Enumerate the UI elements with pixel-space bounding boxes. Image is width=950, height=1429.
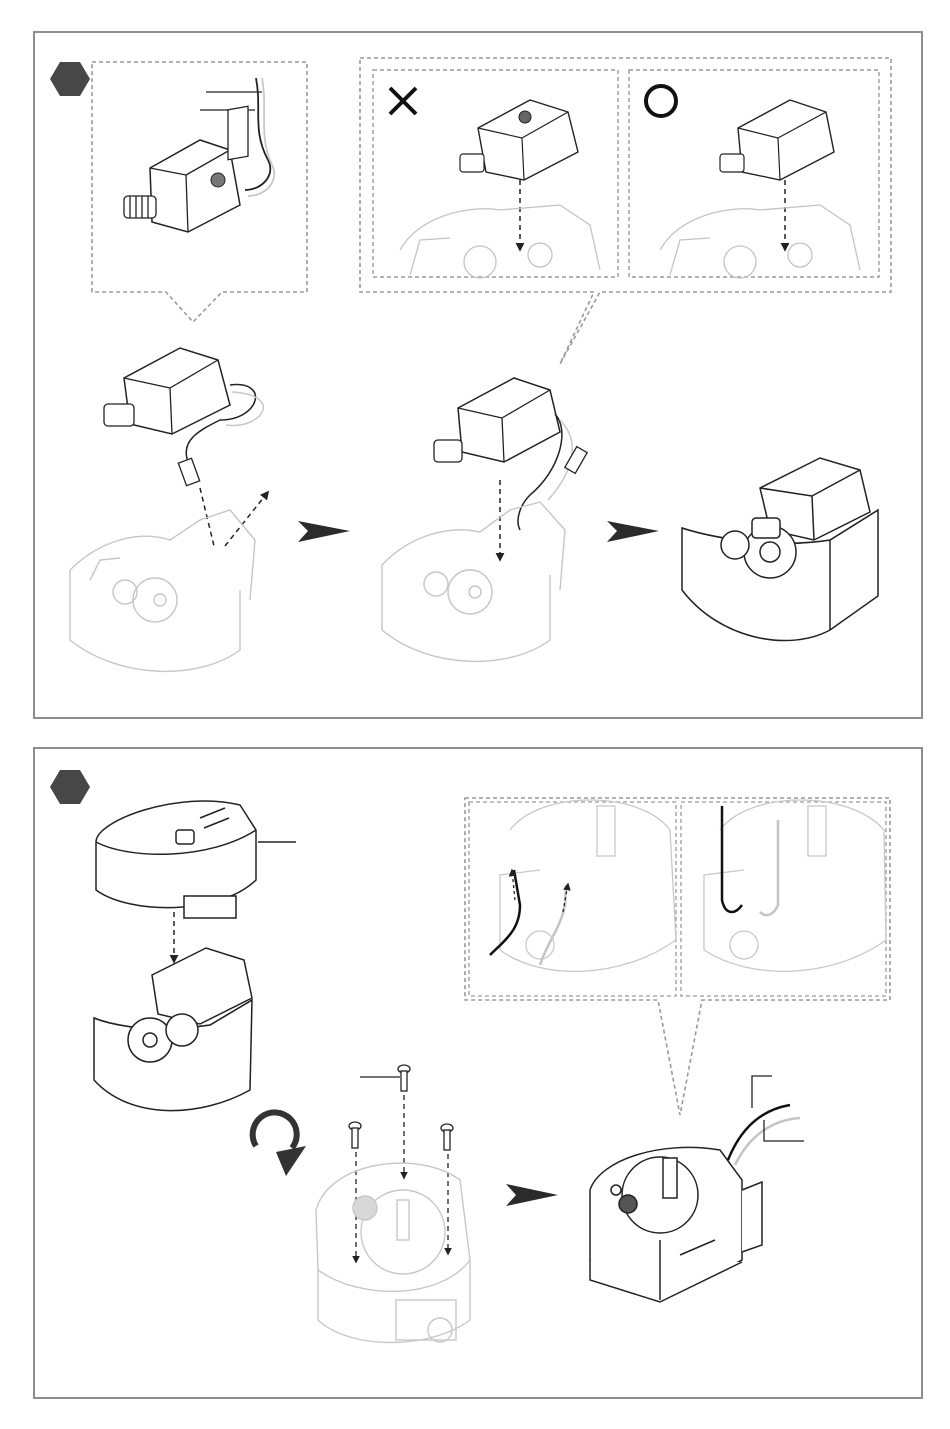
gearbox-lower-icon [94, 948, 252, 1111]
motor-wrong-orientation-icon [460, 100, 578, 250]
comparison-callout [360, 58, 891, 364]
step-badge-2-hexagon-icon [50, 770, 90, 804]
detail-callout-motor [92, 62, 307, 322]
motor-detail-icon [124, 106, 248, 232]
step-badge-1-hexagon-icon [50, 62, 90, 96]
wrong-mark-icon [390, 88, 416, 114]
screw-icon-left [349, 1122, 361, 1262]
correct-mark-icon [646, 86, 676, 116]
motor-correct-orientation-icon [720, 100, 834, 250]
housing-middle-icon [382, 502, 565, 661]
sequence-arrow-2 [607, 521, 659, 542]
screw-icon-top [360, 1065, 410, 1178]
rotate-arrow-icon [253, 1112, 306, 1176]
housing-correct-icon [660, 205, 860, 278]
gearbox-cover-icon [96, 801, 296, 918]
housing-wrong-icon [400, 205, 600, 278]
wire-routing-callout [465, 798, 890, 1115]
screw-icon-right [441, 1124, 453, 1254]
gearbox-flipped-icon [316, 1163, 470, 1342]
sequence-arrow-1 [298, 521, 350, 542]
assembled-gearbox-icon [682, 458, 878, 641]
motor-with-connector-icon [104, 348, 268, 546]
sequence-arrow-3 [506, 1184, 558, 1206]
final-wire-leaders [728, 1076, 804, 1165]
housing-open-icon [70, 510, 255, 671]
final-gearbox-icon [590, 1147, 762, 1302]
